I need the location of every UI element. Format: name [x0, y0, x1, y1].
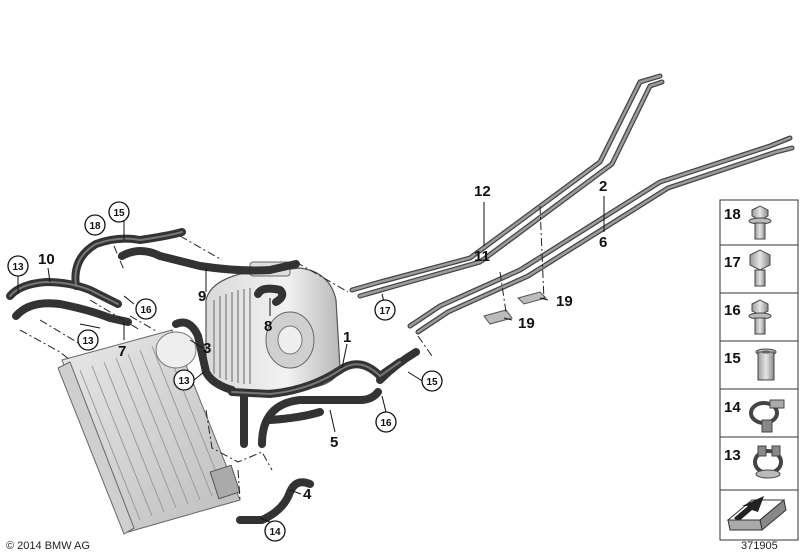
circled-callout-13-left: 13 [7, 255, 29, 277]
legend-row-14: 14 [724, 399, 785, 433]
collar-bolt-icon [748, 299, 772, 335]
svg-text:16: 16 [140, 305, 152, 316]
svg-text:15: 15 [724, 350, 741, 367]
circled-callout-18: 18 [84, 214, 106, 236]
svg-text:17: 17 [724, 254, 741, 271]
callout-19-lower: 19 [518, 315, 535, 332]
copyright-text: © 2014 BMW AG [6, 540, 90, 552]
fastener-legend: 18 17 16 15 [719, 199, 799, 541]
callout-4: 4 [303, 486, 312, 503]
svg-text:15: 15 [113, 208, 125, 219]
callout-11: 11 [474, 248, 490, 265]
svg-text:16: 16 [380, 418, 392, 429]
svg-text:15: 15 [426, 377, 438, 388]
svg-text:13: 13 [12, 262, 24, 273]
long-pipes [349, 73, 795, 335]
svg-text:16: 16 [724, 302, 741, 319]
circled-callout-16-right: 16 [375, 411, 397, 433]
svg-text:17: 17 [379, 306, 391, 317]
circled-callout-15-right: 15 [421, 370, 443, 392]
flange-bolt-icon [748, 205, 772, 240]
spring-clamp-icon [753, 445, 783, 479]
svg-text:18: 18 [724, 206, 741, 223]
svg-text:14: 14 [724, 399, 741, 416]
legend-row-18: 18 [724, 205, 772, 240]
callout-5: 5 [330, 434, 338, 451]
svg-text:13: 13 [178, 376, 190, 387]
callout-12: 12 [474, 183, 491, 200]
svg-text:13: 13 [82, 336, 94, 347]
callout-7: 7 [118, 343, 126, 360]
legend-row-15: 15 [724, 348, 777, 381]
hex-bolt-icon [749, 249, 771, 287]
arrow-symbol-icon [726, 496, 787, 531]
callout-19-upper: 19 [556, 293, 573, 310]
legend-row-17: 17 [724, 249, 771, 287]
circled-callouts: 13 13 13 14 15 15 16 16 [7, 201, 443, 542]
svg-text:14: 14 [269, 527, 281, 538]
callout-6: 6 [599, 234, 607, 251]
circled-callout-17: 17 [374, 299, 396, 321]
hose-clamp-icon [749, 399, 785, 433]
callout-1: 1 [343, 329, 351, 346]
circled-callout-14: 14 [264, 520, 286, 542]
callout-2: 2 [599, 178, 607, 195]
circled-callout-16-left: 16 [135, 298, 157, 320]
svg-text:13: 13 [724, 447, 741, 464]
callout-10: 10 [38, 251, 55, 268]
circled-callout-15-top: 15 [108, 201, 130, 223]
bracket-19 [483, 291, 547, 325]
rivet-nut-icon [755, 348, 777, 381]
legend-row-13: 13 [724, 445, 783, 479]
legend-row-16: 16 [724, 299, 772, 335]
document-number: 371905 [741, 540, 778, 552]
callout-3: 3 [203, 340, 211, 357]
circled-callout-13-mid: 13 [77, 329, 99, 351]
callout-9: 9 [198, 288, 206, 305]
circled-callout-13-tank: 13 [173, 369, 195, 391]
callout-labels: 1 2 3 4 5 6 7 8 9 10 11 12 19 19 [38, 178, 607, 503]
callout-8: 8 [264, 318, 272, 335]
svg-text:18: 18 [89, 221, 101, 232]
